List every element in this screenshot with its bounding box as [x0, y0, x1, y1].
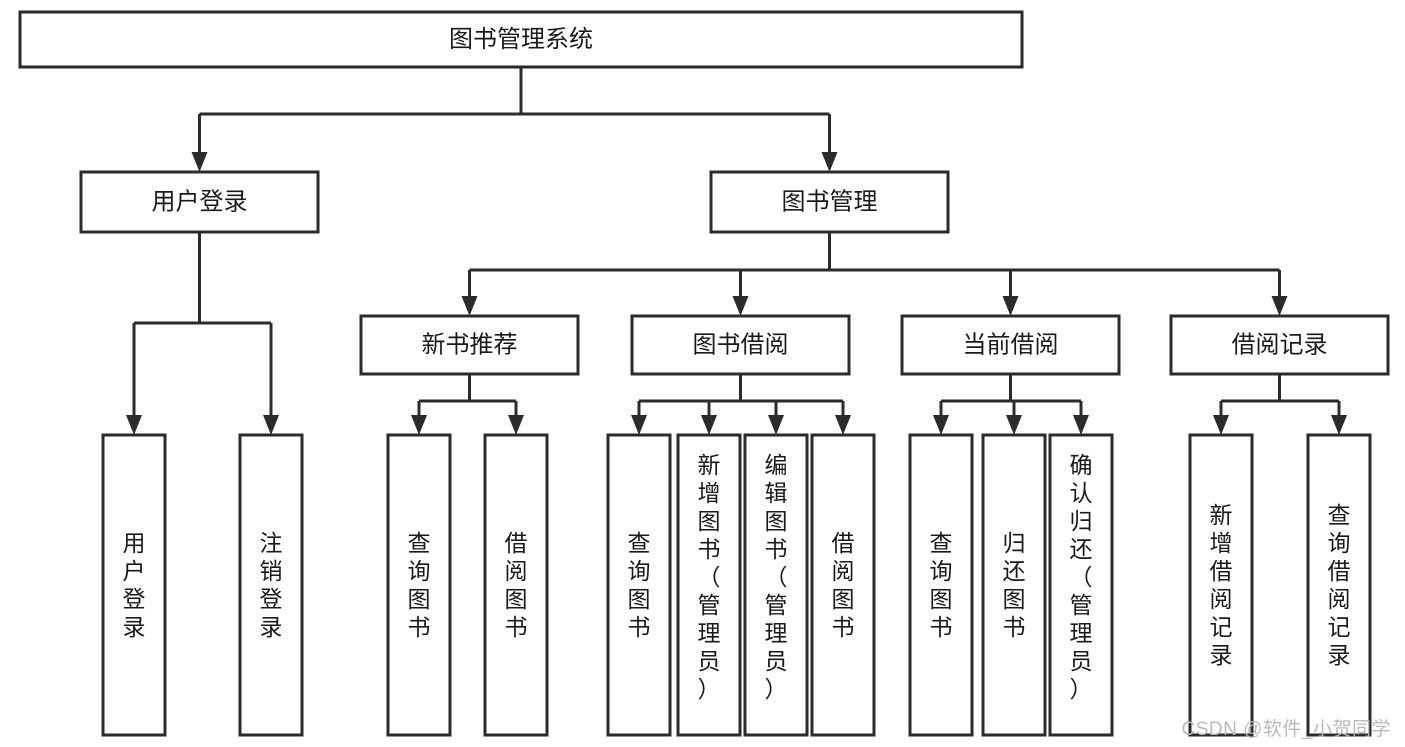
node-label: 新增图书（管理员） [698, 452, 721, 702]
arrow-head-icon [1331, 415, 1347, 435]
arrow-head-icon [508, 415, 524, 435]
edge-group-root [191, 67, 838, 172]
node-label: 借阅图书 [832, 530, 855, 640]
node-box [908, 433, 974, 737]
node-borrow-record[interactable]: 借阅记录 [1169, 314, 1390, 376]
node-label: 用户登录 [123, 530, 146, 640]
connector-layer [126, 67, 1347, 435]
arrow-head-icon [768, 415, 784, 435]
edge-group-new-book-rec [411, 374, 524, 435]
node-book-borrow[interactable]: 图书借阅 [630, 314, 851, 376]
edge-group-book-manage [461, 232, 1288, 316]
node-box [900, 314, 1121, 376]
node-label: 查询图书 [930, 530, 953, 640]
node-box [101, 433, 167, 737]
node-box [743, 433, 809, 737]
node-box [1188, 433, 1254, 737]
arrow-head-icon [732, 296, 749, 316]
node-root[interactable]: 图书管理系统 [18, 10, 1024, 69]
edge-group-current-borrow [933, 374, 1089, 435]
node-box [483, 433, 549, 737]
arrow-head-icon [1006, 415, 1022, 435]
node-label: 图书借阅 [693, 331, 789, 358]
arrow-head-icon [411, 415, 427, 435]
node-book-manage[interactable]: 图书管理 [709, 170, 950, 234]
node-new-book-rec[interactable]: 新书推荐 [359, 314, 580, 376]
arrow-head-icon [1002, 296, 1019, 316]
node-label: 归还图书 [1003, 530, 1026, 640]
node-label: 查询借阅记录 [1328, 502, 1351, 668]
node-label: 新书推荐 [422, 331, 518, 358]
node-label: 图书管理系统 [449, 26, 593, 53]
node-leaf-query-book-3[interactable]: 查询图书 [908, 433, 974, 737]
arrow-head-icon [126, 415, 142, 435]
node-label: 图书管理 [782, 188, 878, 215]
arrow-head-icon [1073, 415, 1089, 435]
node-box [18, 10, 1024, 69]
node-label: 查询图书 [408, 530, 431, 640]
node-layer: 图书管理系统用户登录图书管理新书推荐图书借阅当前借阅借阅记录用户登录注销登录查询… [18, 10, 1390, 737]
arrow-head-icon [701, 415, 717, 435]
arrow-head-icon [631, 415, 647, 435]
node-label: 用户登录 [152, 188, 248, 215]
node-label: 查询图书 [628, 530, 651, 640]
node-leaf-query-record[interactable]: 查询借阅记录 [1306, 433, 1372, 737]
edge-group-book-borrow [631, 374, 851, 435]
node-box [1169, 314, 1390, 376]
node-box [238, 433, 304, 737]
node-leaf-user-login[interactable]: 用户登录 [101, 433, 167, 737]
edge-group-borrow-record [1213, 374, 1347, 435]
arrow-head-icon [1213, 415, 1229, 435]
node-label: 借阅记录 [1232, 331, 1328, 358]
node-box [981, 433, 1047, 737]
watermark-text: CSDN @软件_小贺同学 [1181, 719, 1391, 740]
arrow-head-icon [461, 296, 478, 316]
node-leaf-borrow-book-2[interactable]: 借阅图书 [810, 433, 876, 737]
node-leaf-return-book[interactable]: 归还图书 [981, 433, 1047, 737]
node-label: 注销登录 [260, 530, 283, 640]
arrow-head-icon [263, 415, 279, 435]
node-box [630, 314, 851, 376]
edge-group-user-login [126, 232, 279, 435]
node-leaf-query-book-2[interactable]: 查询图书 [606, 433, 672, 737]
arrow-head-icon [933, 415, 949, 435]
node-label: 借阅图书 [505, 530, 528, 640]
node-leaf-logout[interactable]: 注销登录 [238, 433, 304, 737]
node-box [606, 433, 672, 737]
node-box [1048, 433, 1114, 737]
node-label: 新增借阅记录 [1210, 502, 1233, 668]
node-leaf-edit-book[interactable]: 编辑图书（管理员） [743, 433, 809, 737]
node-label: 当前借阅 [963, 331, 1059, 358]
node-box [676, 433, 742, 737]
arrow-head-icon [821, 152, 838, 172]
arrow-head-icon [1271, 296, 1288, 316]
node-leaf-confirm-return[interactable]: 确认归还（管理员） [1048, 433, 1114, 737]
node-leaf-borrow-book-1[interactable]: 借阅图书 [483, 433, 549, 737]
node-box [359, 314, 580, 376]
arrow-head-icon [191, 152, 208, 172]
node-box [810, 433, 876, 737]
node-box [386, 433, 452, 737]
node-label: 确认归还（管理员） [1070, 452, 1093, 702]
node-box [79, 170, 320, 234]
node-leaf-query-book-1[interactable]: 查询图书 [386, 433, 452, 737]
arrow-head-icon [835, 415, 851, 435]
node-box [709, 170, 950, 234]
node-leaf-add-record[interactable]: 新增借阅记录 [1188, 433, 1254, 737]
node-leaf-add-book[interactable]: 新增图书（管理员） [676, 433, 742, 737]
node-box [1306, 433, 1372, 737]
node-current-borrow[interactable]: 当前借阅 [900, 314, 1121, 376]
node-label: 编辑图书（管理员） [765, 452, 788, 702]
node-user-login[interactable]: 用户登录 [79, 170, 320, 234]
